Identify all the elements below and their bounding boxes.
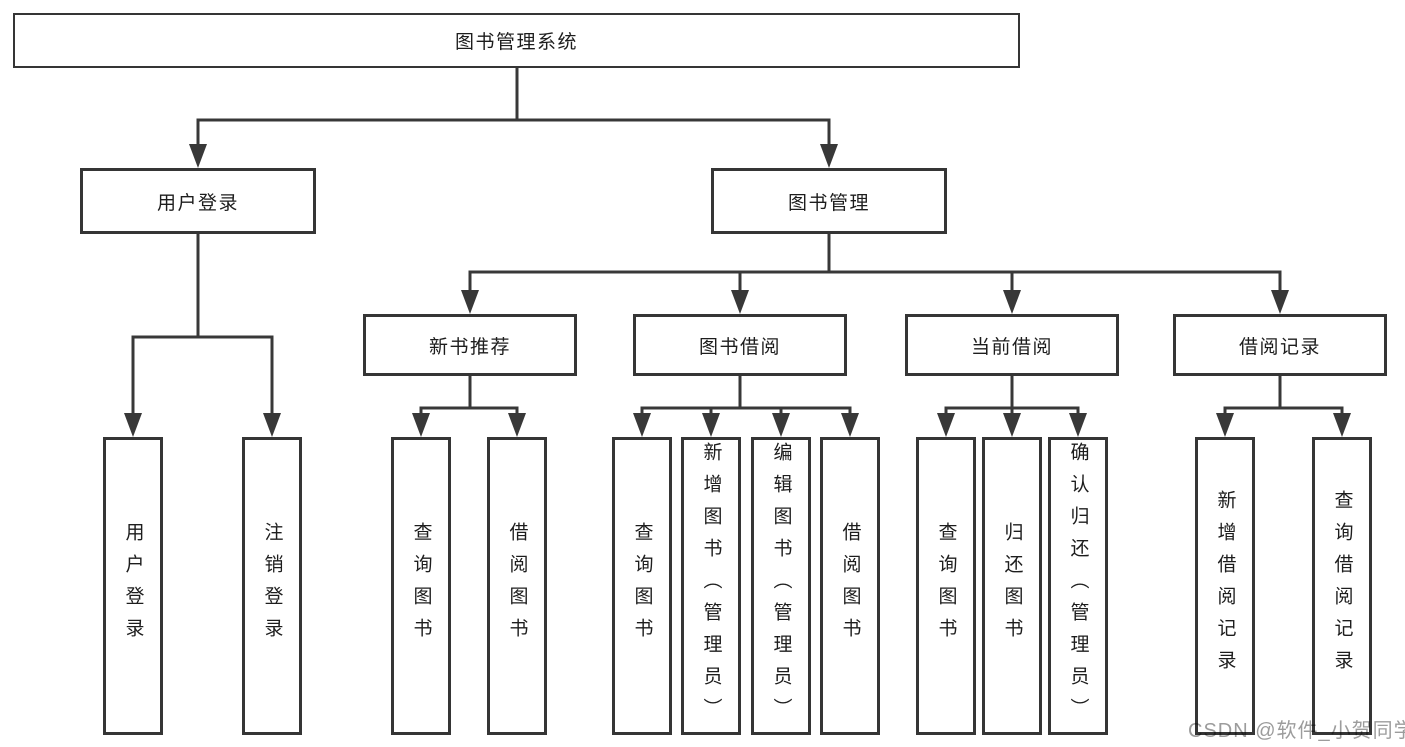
leaf-add-book-admin-label: 新增图书（管理员） xyxy=(700,442,722,730)
node-new-book-recommend: 新书推荐 xyxy=(363,314,577,376)
node-borrow-records-label: 借阅记录 xyxy=(1238,336,1321,358)
node-book-management-label: 图书管理 xyxy=(787,192,870,214)
leaf-return-book-label: 归还图书 xyxy=(1001,522,1023,650)
leaf-confirm-return-admin: 确认归还（管理员） xyxy=(1048,437,1108,735)
leaf-query-book-borrow: 查询图书 xyxy=(612,437,672,735)
leaf-query-book-borrow-label: 查询图书 xyxy=(631,522,653,650)
leaf-confirm-return-admin-label: 确认归还（管理员） xyxy=(1067,442,1089,730)
leaf-add-borrow-record-label: 新增借阅记录 xyxy=(1214,490,1236,682)
leaf-logout: 注销登录 xyxy=(242,437,302,735)
node-root-label: 图书管理系统 xyxy=(454,32,578,53)
leaf-user-login: 用户登录 xyxy=(103,437,163,735)
node-current-borrow: 当前借阅 xyxy=(905,314,1119,376)
leaf-query-book-current-label: 查询图书 xyxy=(935,522,957,650)
node-user-login: 用户登录 xyxy=(80,168,316,234)
csdn-watermark: CSDN @软件_小贺同学 xyxy=(1188,720,1405,742)
leaf-query-book-current: 查询图书 xyxy=(916,437,976,735)
leaf-edit-book-admin: 编辑图书（管理员） xyxy=(751,437,811,735)
leaf-query-book-recommend: 查询图书 xyxy=(391,437,451,735)
leaf-borrow-book-label: 借阅图书 xyxy=(839,522,861,650)
leaf-logout-label: 注销登录 xyxy=(261,522,283,650)
leaf-borrow-book-recommend: 借阅图书 xyxy=(487,437,547,735)
leaf-borrow-book: 借阅图书 xyxy=(820,437,880,735)
leaf-add-borrow-record: 新增借阅记录 xyxy=(1195,437,1255,735)
leaf-edit-book-admin-label: 编辑图书（管理员） xyxy=(770,442,792,730)
leaf-query-book-recommend-label: 查询图书 xyxy=(410,522,432,650)
node-borrow-records: 借阅记录 xyxy=(1173,314,1387,376)
leaf-query-borrow-record: 查询借阅记录 xyxy=(1312,437,1372,735)
leaf-add-book-admin: 新增图书（管理员） xyxy=(681,437,741,735)
node-root-system: 图书管理系统 xyxy=(13,13,1020,68)
node-current-borrow-label: 当前借阅 xyxy=(970,336,1053,358)
node-book-management: 图书管理 xyxy=(711,168,947,234)
node-new-book-recommend-label: 新书推荐 xyxy=(428,336,511,358)
leaf-query-borrow-record-label: 查询借阅记录 xyxy=(1331,490,1353,682)
leaf-return-book: 归还图书 xyxy=(982,437,1042,735)
node-user-login-label: 用户登录 xyxy=(156,192,239,214)
node-book-borrow-label: 图书借阅 xyxy=(698,336,781,358)
leaf-borrow-book-recommend-label: 借阅图书 xyxy=(506,522,528,650)
leaf-user-login-label: 用户登录 xyxy=(122,522,144,650)
node-book-borrow: 图书借阅 xyxy=(633,314,847,376)
